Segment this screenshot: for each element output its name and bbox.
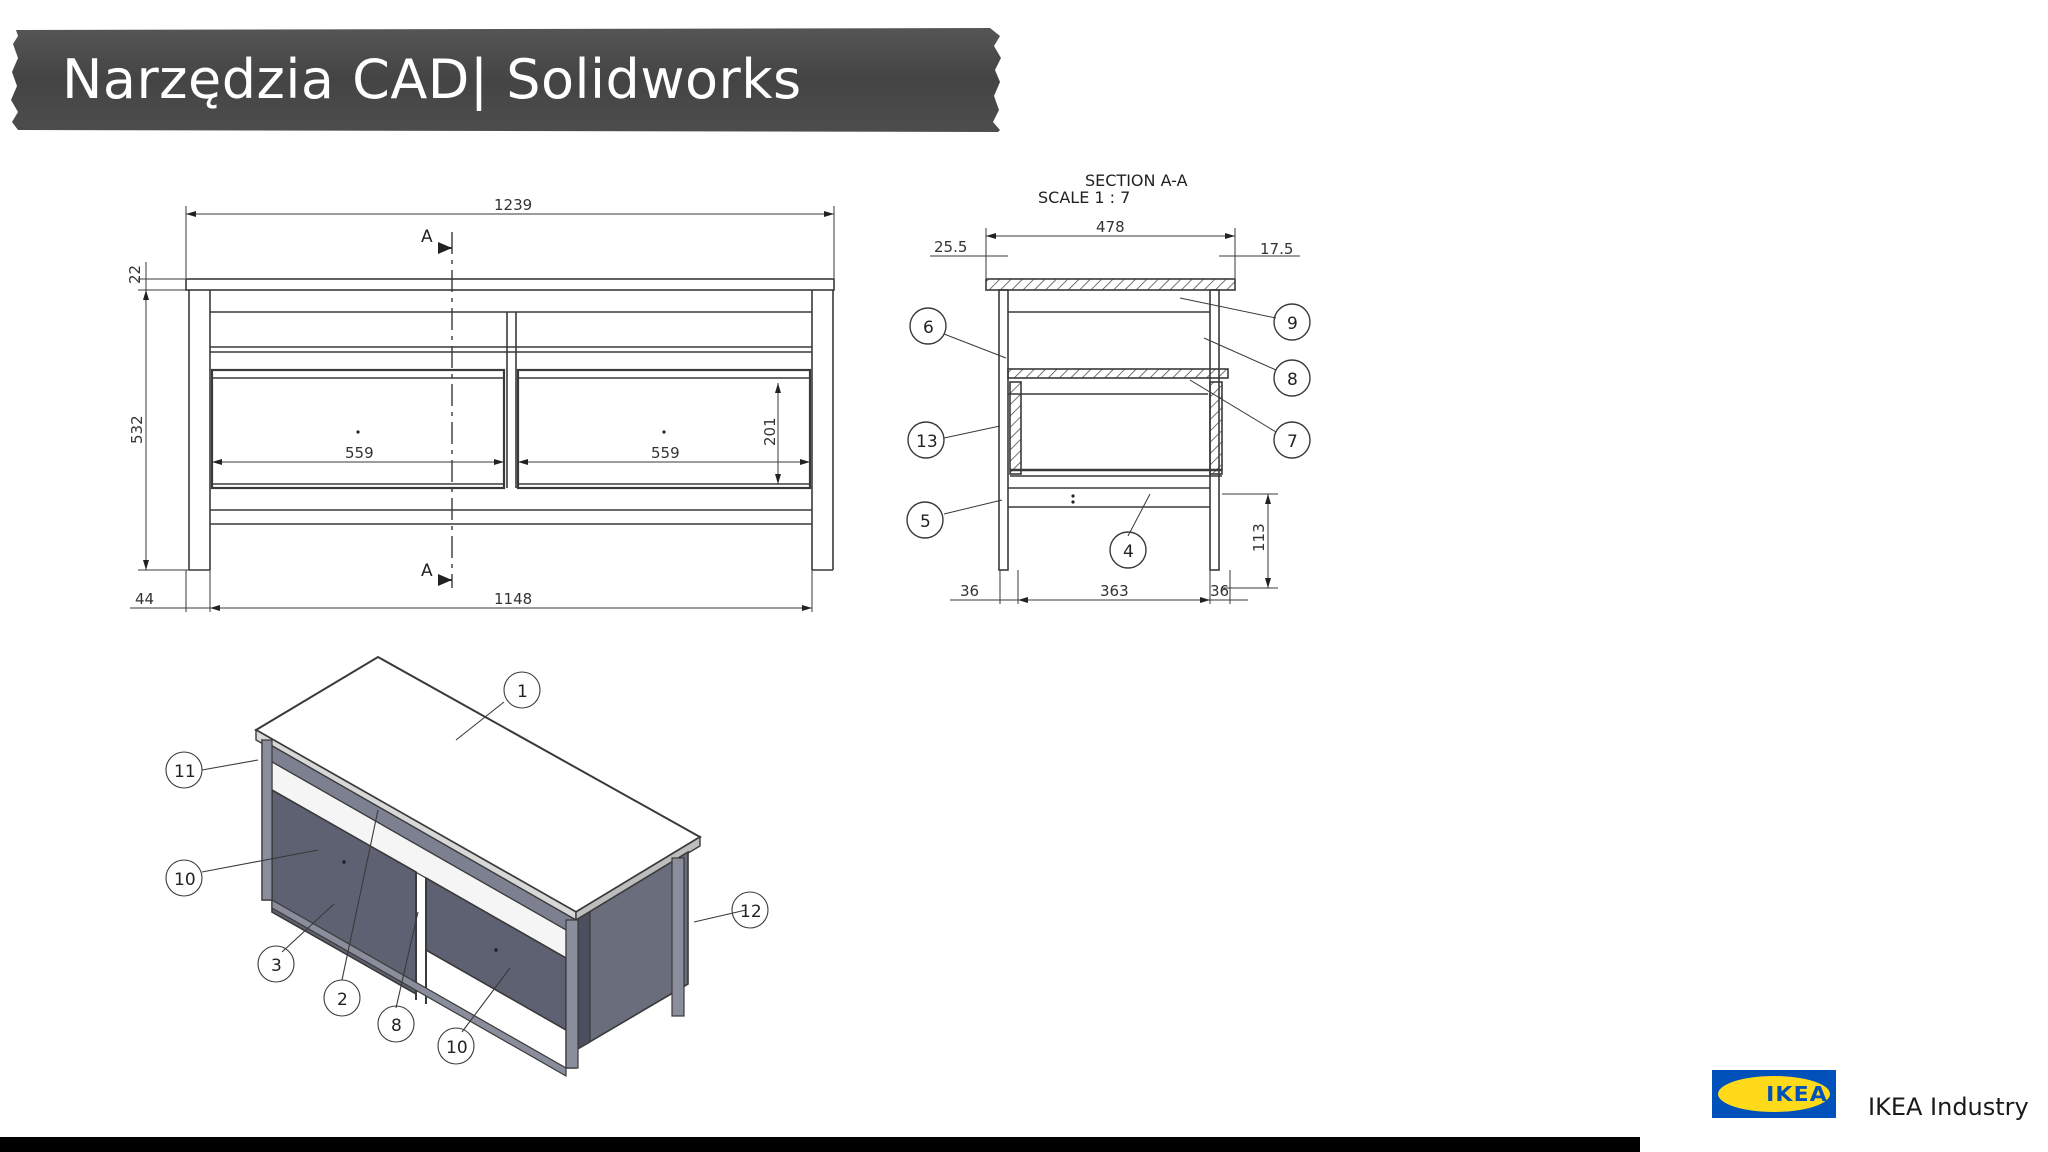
front-view [130,206,835,612]
iso-balloon-10a: 10 [174,870,196,890]
dim-height: 532 [128,415,146,444]
balloon-8: 8 [1287,370,1298,390]
iso-balloon-12: 12 [740,902,762,922]
dim-leg-left: 36 [960,582,979,600]
dim-leg-height: 113 [1250,523,1268,552]
dim-inner-width: 1148 [494,590,532,608]
dim-depth: 478 [1096,218,1125,236]
dim-top-thickness: 22 [126,265,144,284]
balloon-5: 5 [920,512,931,532]
iso-balloon-2: 2 [337,990,348,1010]
dim-drawer-height: 201 [761,417,779,446]
dim-back-overhang: 17.5 [1260,240,1293,258]
balloon-7: 7 [1287,432,1298,452]
balloon-6: 6 [923,318,934,338]
balloon-9: 9 [1287,314,1298,334]
dim-leg-right: 36 [1210,582,1229,600]
iso-balloon-3: 3 [271,956,282,976]
iso-view: 1 11 10 12 3 2 8 10 [165,655,769,1078]
section-scale: SCALE 1 : 7 [1038,188,1130,207]
company-name: IKEA Industry [1868,1093,2029,1121]
iso-balloon-8: 8 [391,1016,402,1036]
iso-balloon-1: 1 [517,682,528,702]
footer-bar [0,1137,1640,1152]
section-mark-top: A [421,227,433,247]
cad-drawing: 1239 22 532 559 559 201 44 1148 A A SECT… [126,171,1311,1078]
section-view: SECTION A-A SCALE 1 : 7 [906,171,1311,604]
dim-leg-offset: 44 [135,590,154,608]
banner-background [11,28,1001,132]
page-title: Narzędzia CAD| Solidworks [62,48,802,111]
dim-drawer-left: 559 [345,444,374,462]
section-title: SECTION A-A [1085,171,1188,190]
dim-front-overhang: 25.5 [934,238,967,256]
section-mark-bottom: A [421,561,433,581]
dim-inner-depth: 363 [1100,582,1129,600]
balloon-13: 13 [916,432,938,452]
iso-balloon-10b: 10 [446,1038,468,1058]
ikea-logo [1712,1070,1836,1118]
title-banner: Narzędzia CAD| Solidworks [10,26,1002,134]
dim-drawer-right: 559 [651,444,680,462]
balloon-4: 4 [1123,542,1134,562]
dim-overall-width: 1239 [494,196,532,214]
iso-balloon-11: 11 [174,762,196,782]
ikea-logo-text: IKEA [1766,1082,1828,1106]
